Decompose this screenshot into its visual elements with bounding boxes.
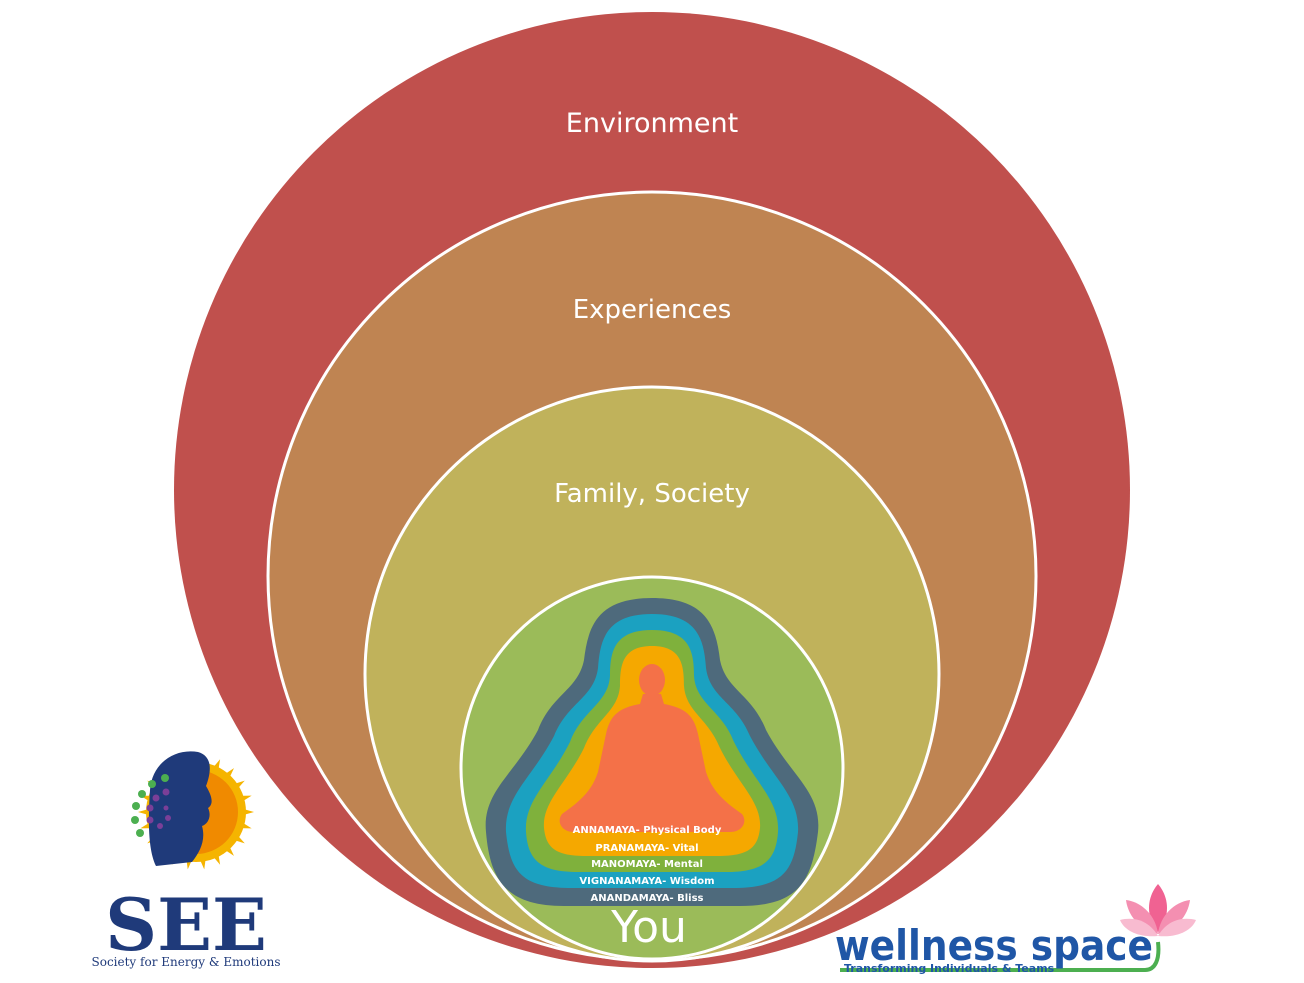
kosha-label-pranamaya: PRANAMAYA- Vital xyxy=(595,843,698,854)
sun-ray xyxy=(230,832,245,844)
sun-ray xyxy=(239,808,254,816)
sun-ray xyxy=(221,768,234,782)
sun-ray xyxy=(210,759,221,774)
sun-ray xyxy=(210,850,221,865)
ring-experiences-label: Experiences xyxy=(573,295,732,325)
kosha-label-manomaya: MANOMAYA- Mental xyxy=(591,859,703,870)
swoosh-icon xyxy=(840,941,1161,972)
wellness-space-subtitle: Transforming Individuals & Teams xyxy=(844,962,1055,975)
meditating-figure xyxy=(559,664,745,832)
ring-environment-label: Environment xyxy=(566,108,738,139)
kosha-layers xyxy=(485,598,819,906)
wellness-space-title: wellness space xyxy=(835,921,1153,970)
sun-ray xyxy=(236,820,252,829)
see-logo-title: SEE xyxy=(105,882,267,967)
ring-family-society-label: Family, Society xyxy=(554,479,750,509)
spiral-dots-icon xyxy=(131,774,171,837)
kosha-label-annamaya: ANNAMAYA- Physical Body xyxy=(573,825,722,836)
sun-ray xyxy=(221,842,234,856)
sun-ray xyxy=(236,795,252,804)
kosha-label-anandamaya: ANANDAMAYA- Bliss xyxy=(590,893,703,904)
ring-you-label: You xyxy=(610,902,687,953)
figure-body xyxy=(559,694,745,832)
sun-ray xyxy=(230,780,245,792)
kosha-label-vignanamaya: VIGNANAMAYA- Wisdom xyxy=(579,876,714,887)
see-logo: SEE Society for Energy & Emotions xyxy=(92,751,281,969)
wellness-space-logo: wellness space Transforming Individuals … xyxy=(835,884,1196,975)
figure-head xyxy=(639,664,665,696)
see-logo-subtitle: Society for Energy & Emotions xyxy=(92,955,281,969)
lotus-icon xyxy=(1120,884,1196,937)
sun-ray xyxy=(198,854,207,870)
